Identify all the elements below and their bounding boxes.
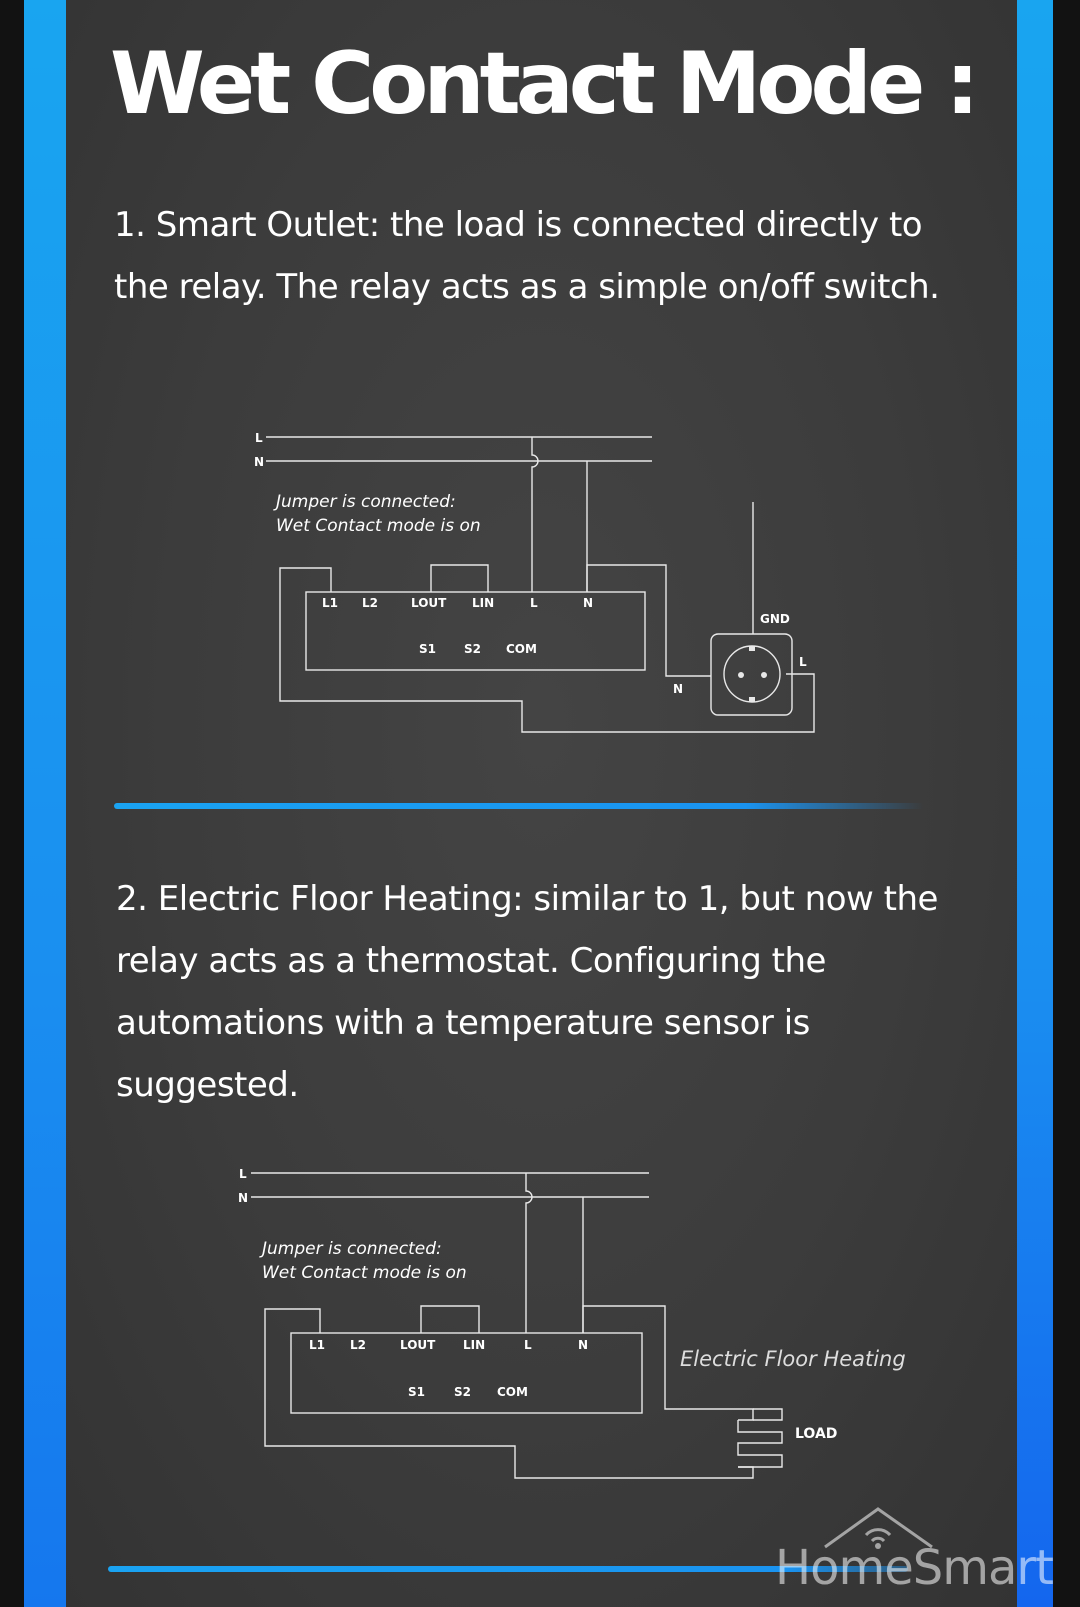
d1-outlet-l-label: L xyxy=(799,655,807,669)
d2-load-title: Electric Floor Heating xyxy=(680,1347,906,1371)
d1-terminal-l2: L2 xyxy=(362,596,378,610)
d1-terminal-s2: S2 xyxy=(464,642,481,656)
section-divider xyxy=(114,803,924,809)
d1-line-n-label: N xyxy=(254,455,264,469)
d1-jumper-note-2: Wet Contact mode is on xyxy=(276,516,481,536)
left-blue-border xyxy=(24,0,66,1607)
d1-line-l-label: L xyxy=(255,431,263,445)
d2-terminal-lin: LIN xyxy=(463,1338,485,1352)
d1-outlet-n-label: N xyxy=(673,682,683,696)
d1-terminal-l1: L1 xyxy=(322,596,338,610)
d2-terminal-l: L xyxy=(524,1338,532,1352)
d2-terminal-s2: S2 xyxy=(454,1385,471,1399)
d2-line-l-label: L xyxy=(239,1167,247,1181)
d2-load-label: LOAD xyxy=(795,1426,837,1442)
d1-terminal-s1: S1 xyxy=(419,642,436,656)
d2-terminal-lout: LOUT xyxy=(400,1338,436,1352)
section1-description: 1. Smart Outlet: the load is connected d… xyxy=(114,205,940,307)
d2-terminal-l2: L2 xyxy=(350,1338,366,1352)
d1-terminal-lin: LIN xyxy=(472,596,494,610)
d1-outlet-gnd-label: GND xyxy=(760,612,790,626)
d1-terminal-n: N xyxy=(583,596,593,610)
d2-line-n-label: N xyxy=(238,1191,248,1205)
page-title: Wet Contact Mode : xyxy=(110,34,980,134)
d1-terminal-l: L xyxy=(530,596,538,610)
right-blue-border xyxy=(1017,0,1053,1607)
d2-terminal-com: COM xyxy=(497,1385,528,1399)
bottom-divider xyxy=(108,1566,908,1572)
section2-description: 2. Electric Floor Heating: similar to 1,… xyxy=(116,879,938,1105)
d2-jumper-note-1: Jumper is connected: xyxy=(259,1239,442,1259)
d1-terminal-com: COM xyxy=(506,642,537,656)
d2-terminal-l1: L1 xyxy=(309,1338,325,1352)
house-wifi-icon xyxy=(824,1507,933,1549)
d1-terminal-lout: LOUT xyxy=(411,596,447,610)
d2-terminal-n: N xyxy=(578,1338,588,1352)
d2-jumper-note-2: Wet Contact mode is on xyxy=(262,1263,467,1283)
d2-terminal-s1: S1 xyxy=(408,1385,425,1399)
d1-jumper-note-1: Jumper is connected: xyxy=(273,492,456,512)
brand-logo-text: HomeSmart xyxy=(775,1540,1054,1596)
